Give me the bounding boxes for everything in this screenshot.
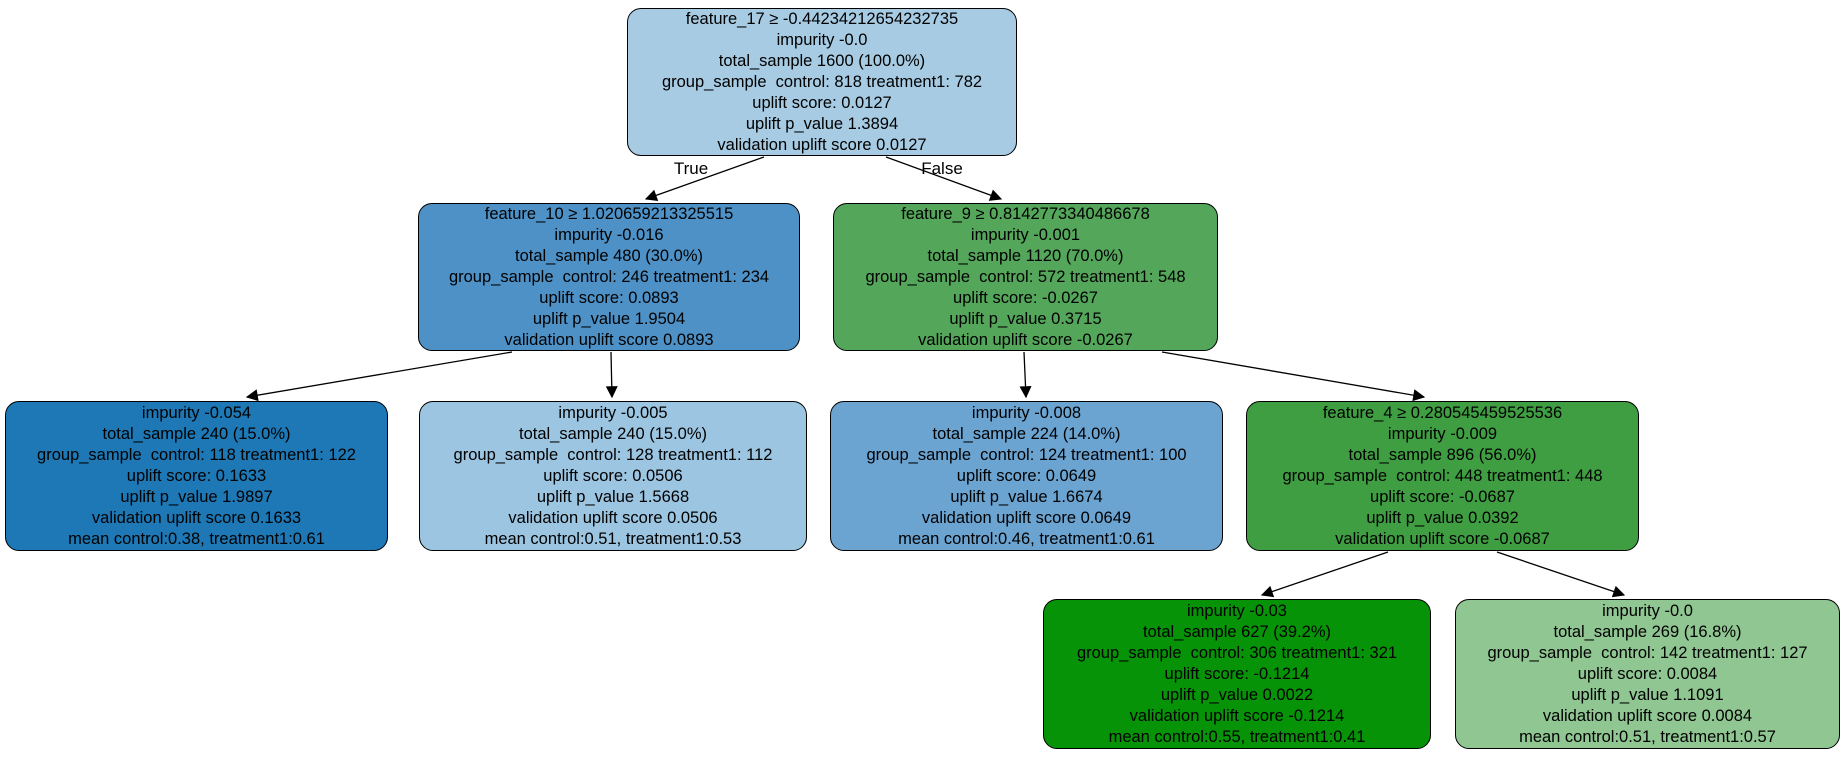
leaf1-mean: mean control:0.38, treatment1:0.61 bbox=[68, 529, 325, 548]
leaf2-total-sample: total_sample 240 (15.0%) bbox=[518, 424, 708, 443]
leaf5-total-sample: total_sample 269 (16.8%) bbox=[1553, 622, 1742, 641]
node-leaf-5: impurity -0.0 total_sample 269 (16.8%) g… bbox=[1455, 599, 1840, 749]
leaf1-impurity: impurity -0.054 bbox=[141, 403, 252, 422]
edge-feature4-right bbox=[1496, 551, 1626, 598]
feature10-group-sample: group_sample control: 246 treatment1: 23… bbox=[448, 267, 770, 286]
leaf4-uplift-score: uplift score: -0.1214 bbox=[1164, 664, 1310, 683]
node-root: feature_17 ≥ -0.44234212654232735 impuri… bbox=[627, 8, 1017, 156]
node-feature10: feature_10 ≥ 1.020659213325515 impurity … bbox=[418, 203, 800, 351]
leaf4-total-sample: total_sample 627 (39.2%) bbox=[1142, 622, 1332, 641]
leaf1-validation-score: validation uplift score 0.1633 bbox=[91, 508, 302, 527]
leaf1-total-sample: total_sample 240 (15.0%) bbox=[102, 424, 291, 443]
feature9-uplift-score: uplift score: -0.0267 bbox=[953, 288, 1098, 307]
root-total-sample: total_sample 1600 (100.0%) bbox=[718, 51, 926, 70]
node-leaf-2: impurity -0.005 total_sample 240 (15.0%)… bbox=[419, 401, 807, 551]
feature4-uplift-score: uplift score: -0.0687 bbox=[1370, 487, 1515, 506]
leaf5-impurity: impurity -0.0 bbox=[1602, 601, 1693, 620]
leaf2-mean: mean control:0.51, treatment1:0.53 bbox=[484, 529, 742, 548]
leaf3-group-sample: group_sample control: 124 treatment1: 10… bbox=[866, 445, 1187, 464]
node-feature9: feature_9 ≥ 0.8142773340486678 impurity … bbox=[833, 203, 1218, 351]
leaf4-mean: mean control:0.55, treatment1:0.41 bbox=[1108, 727, 1366, 746]
feature9-group-sample: group_sample control: 572 treatment1: 54… bbox=[865, 267, 1186, 286]
feature10-split-rule: feature_10 ≥ 1.020659213325515 bbox=[484, 204, 734, 223]
edge-feature4-left bbox=[1260, 551, 1389, 598]
edge-feature9-right bbox=[1161, 351, 1426, 402]
feature10-total-sample: total_sample 480 (30.0%) bbox=[514, 246, 704, 265]
feature4-total-sample: total_sample 896 (56.0%) bbox=[1348, 445, 1537, 464]
node-leaf-1: impurity -0.054 total_sample 240 (15.0%)… bbox=[5, 401, 388, 551]
leaf5-uplift-score: uplift score: 0.0084 bbox=[1577, 664, 1718, 683]
leaf2-uplift-p-value: uplift p_value 1.5668 bbox=[536, 487, 690, 506]
feature9-uplift-p-value: uplift p_value 0.3715 bbox=[949, 309, 1102, 328]
edge-label-true: True bbox=[673, 159, 709, 178]
feature9-impurity: impurity -0.001 bbox=[970, 225, 1081, 244]
leaf5-validation-score: validation uplift score 0.0084 bbox=[1542, 706, 1753, 725]
feature10-uplift-score: uplift score: 0.0893 bbox=[539, 288, 679, 307]
root-uplift-p-value: uplift p_value 1.3894 bbox=[745, 114, 899, 133]
edge-feature10-right bbox=[605, 351, 618, 399]
leaf4-group-sample: group_sample control: 306 treatment1: 32… bbox=[1076, 643, 1398, 662]
root-impurity: impurity -0.0 bbox=[776, 30, 868, 49]
leaf1-uplift-score: uplift score: 0.1633 bbox=[126, 466, 267, 485]
feature10-impurity: impurity -0.016 bbox=[554, 225, 664, 244]
feature10-uplift-p-value: uplift p_value 1.9504 bbox=[532, 309, 686, 328]
feature9-total-sample: total_sample 1120 (70.0%) bbox=[927, 246, 1124, 265]
leaf5-group-sample: group_sample control: 142 treatment1: 12… bbox=[1487, 643, 1808, 662]
leaf4-impurity: impurity -0.03 bbox=[1187, 601, 1287, 620]
feature9-validation-score: validation uplift score -0.0267 bbox=[918, 330, 1133, 349]
feature4-split-rule: feature_4 ≥ 0.280545459525536 bbox=[1322, 403, 1563, 422]
root-split-rule: feature_17 ≥ -0.44234212654232735 bbox=[685, 9, 959, 28]
leaf1-uplift-p-value: uplift p_value 1.9897 bbox=[120, 487, 273, 506]
leaf3-impurity: impurity -0.008 bbox=[971, 403, 1082, 422]
edge-feature10-left bbox=[245, 351, 513, 402]
node-leaf-3: impurity -0.008 total_sample 224 (14.0%)… bbox=[830, 401, 1223, 551]
leaf1-group-sample: group_sample control: 118 treatment1: 12… bbox=[37, 445, 356, 464]
edge-root-true bbox=[644, 156, 765, 202]
feature9-split-rule: feature_9 ≥ 0.8142773340486678 bbox=[901, 204, 1150, 223]
leaf3-mean: mean control:0.46, treatment1:0.61 bbox=[898, 529, 1155, 548]
leaf3-total-sample: total_sample 224 (14.0%) bbox=[932, 424, 1121, 443]
feature4-group-sample: group_sample control: 448 treatment1: 44… bbox=[1282, 466, 1603, 485]
root-uplift-score: uplift score: 0.0127 bbox=[752, 93, 892, 112]
leaf5-mean: mean control:0.51, treatment1:0.57 bbox=[1519, 727, 1776, 746]
leaf2-impurity: impurity -0.005 bbox=[558, 403, 668, 422]
leaf3-uplift-score: uplift score: 0.0649 bbox=[956, 466, 1097, 485]
leaf3-validation-score: validation uplift score 0.0649 bbox=[921, 508, 1132, 527]
edge-label-false: False bbox=[921, 159, 963, 178]
leaf5-uplift-p-value: uplift p_value 1.1091 bbox=[1571, 685, 1724, 704]
feature4-impurity: impurity -0.009 bbox=[1387, 424, 1498, 443]
leaf2-uplift-score: uplift score: 0.0506 bbox=[543, 466, 683, 485]
node-leaf-4: impurity -0.03 total_sample 627 (39.2%) … bbox=[1043, 599, 1431, 749]
leaf4-uplift-p-value: uplift p_value 0.0022 bbox=[1160, 685, 1314, 704]
leaf2-validation-score: validation uplift score 0.0506 bbox=[508, 508, 718, 527]
edge-feature9-left bbox=[1019, 351, 1032, 399]
edge-root-false bbox=[885, 156, 1003, 201]
feature4-uplift-p-value: uplift p_value 0.0392 bbox=[1366, 508, 1519, 527]
leaf3-uplift-p-value: uplift p_value 1.6674 bbox=[950, 487, 1103, 506]
root-validation-score: validation uplift score 0.0127 bbox=[717, 135, 927, 154]
feature10-validation-score: validation uplift score 0.0893 bbox=[504, 330, 714, 349]
feature4-validation-score: validation uplift score -0.0687 bbox=[1335, 529, 1550, 548]
leaf2-group-sample: group_sample control: 128 treatment1: 11… bbox=[453, 445, 773, 464]
node-feature4: feature_4 ≥ 0.280545459525536 impurity -… bbox=[1246, 401, 1639, 551]
leaf4-validation-score: validation uplift score -0.1214 bbox=[1129, 706, 1345, 725]
root-group-sample: group_sample control: 818 treatment1: 78… bbox=[661, 72, 983, 91]
